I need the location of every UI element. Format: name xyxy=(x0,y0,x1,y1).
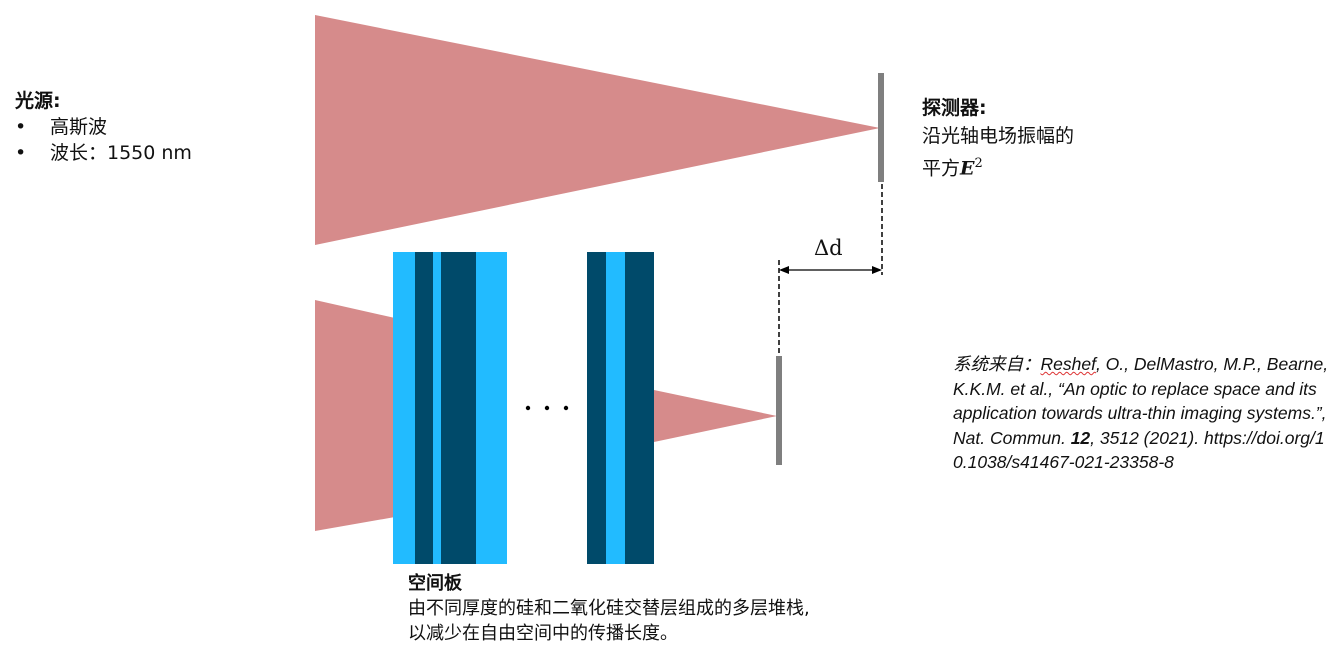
citation: 系统来自：Reshef, O., DelMastro, M.P., Bearne… xyxy=(953,352,1338,475)
detector-info: 探测器: 沿光轴电场振幅的 平方E2 xyxy=(922,94,1074,182)
spaceplate-desc-line1: 由不同厚度的硅和二氧化硅交替层组成的多层堆栈, xyxy=(408,598,810,619)
field-exponent: 2 xyxy=(974,156,983,171)
detector-title: 探测器: xyxy=(922,97,987,119)
detector-desc-line2: 平方 xyxy=(922,157,961,180)
input-beam-lower xyxy=(315,300,395,531)
citation-volume: 12 xyxy=(1070,427,1091,448)
spaceplate-desc-line2: 以减少在自由空间中的传播长度。 xyxy=(408,623,678,644)
output-beam-lower xyxy=(654,390,777,442)
citation-author: Reshef xyxy=(1040,354,1096,374)
ellipsis-dots xyxy=(525,405,569,411)
citation-prefix: 系统来自： xyxy=(953,354,1041,374)
free-space-detector xyxy=(878,73,884,182)
citation-body: , O., DelMastro, M.P., Bearne, K.K.M. et… xyxy=(953,354,1329,448)
detector-desc-line1: 沿光轴电场振幅的 xyxy=(922,125,1075,147)
light-source-item: 波长：1550 nm xyxy=(15,140,192,166)
spaceplate-info: 空间板 由不同厚度的硅和二氧化硅交替层组成的多层堆栈, 以减少在自由空间中的传播… xyxy=(408,571,810,646)
light-source-info: 光源: 高斯波 波长：1550 nm xyxy=(15,88,192,166)
spaceplate-block-2 xyxy=(587,252,654,564)
spaceplate-title: 空间板 xyxy=(408,573,462,594)
spaceplate-block-1 xyxy=(393,252,507,564)
light-source-title: 光源: xyxy=(15,90,61,112)
delta-d-arrow xyxy=(779,266,882,274)
light-source-item: 高斯波 xyxy=(15,114,192,140)
delta-d-label: Δd xyxy=(814,236,843,260)
free-space-beam xyxy=(315,15,880,245)
spaceplate-detector xyxy=(776,356,782,465)
citation-tail: , 3512 (2021). https://doi.org/10.1038/s… xyxy=(953,427,1325,473)
field-symbol: E xyxy=(960,157,975,180)
